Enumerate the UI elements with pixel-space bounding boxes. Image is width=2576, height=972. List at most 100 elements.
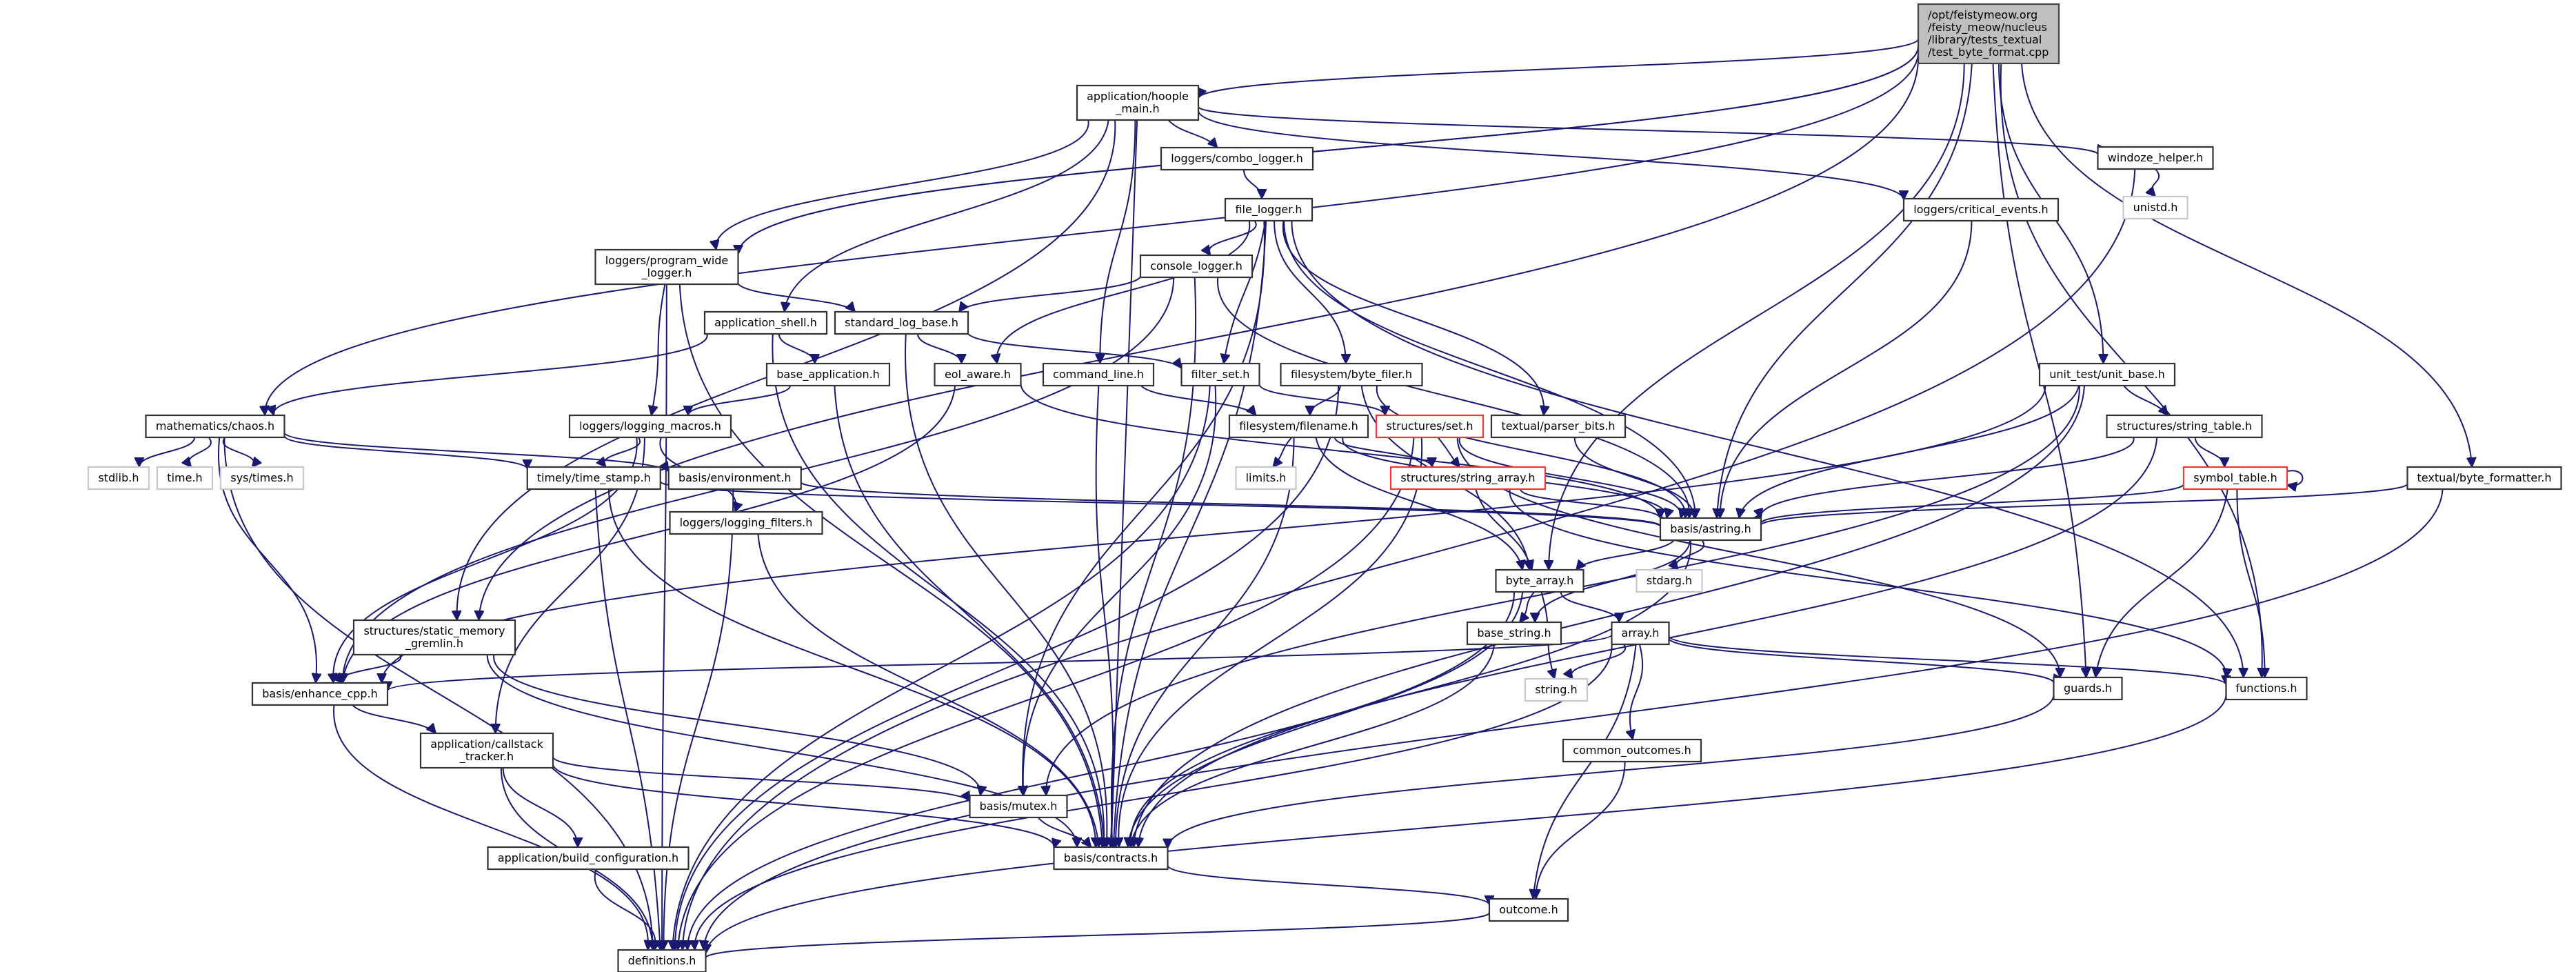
node-label: basis/environment.h <box>678 471 792 484</box>
node-box <box>2053 676 2123 701</box>
node-box <box>1139 254 1254 279</box>
graph-node-common-outcomes[interactable]: common_outcomes.h <box>1562 738 1702 763</box>
graph-node-eol-aware[interactable]: eol_aware.h <box>934 362 1022 387</box>
graph-node-filter-set[interactable]: filter_set.h <box>1180 362 1260 387</box>
graph-node-enhance-cpp[interactable]: basis/enhance_cpp.h <box>251 682 389 706</box>
graph-node-hoople-main[interactable]: application/hoople_main.h <box>1076 84 1200 121</box>
node-box <box>669 510 823 535</box>
graph-node-build-configuration[interactable]: application/build_configuration.h <box>487 846 690 871</box>
node-box <box>1280 362 1423 387</box>
graph-node-guards[interactable]: guards.h <box>2053 676 2123 701</box>
graph-node-byte-filer[interactable]: filesystem/byte_filer.h <box>1280 362 1423 387</box>
edge-byte-array-to-base-string <box>1520 591 1535 622</box>
edge-application-shell-to-contracts <box>772 333 1104 847</box>
graph-node-contracts[interactable]: basis/contracts.h <box>1053 846 1169 871</box>
graph-node-array[interactable]: array.h <box>1611 621 1670 646</box>
edge-astring-to-contracts <box>1131 539 1691 847</box>
graph-node-string-array[interactable]: structures/string_array.h <box>1389 466 1547 490</box>
edge-filter-set-to-mutex <box>1023 385 1217 795</box>
graph-node-symbol-table[interactable]: symbol_table.h <box>2182 466 2288 490</box>
graph-node-base-string[interactable]: base_string.h <box>1466 621 1562 646</box>
edge-environment-to-astring <box>800 481 1661 526</box>
graph-node-base-application[interactable]: base_application.h <box>765 362 891 387</box>
graph-node-combo-logger[interactable]: loggers/combo_logger.h <box>1160 146 1314 171</box>
edge-set-to-string-array <box>1437 437 1460 467</box>
node-box <box>667 466 802 490</box>
node-box <box>1235 466 1297 490</box>
graph-node-limits: limits.h <box>1235 466 1297 490</box>
edge-array-to-common-outcomes <box>1630 644 1644 740</box>
graph-node-string-table[interactable]: structures/string_table.h <box>2106 414 2263 439</box>
node-label: outcome.h <box>1499 903 1558 916</box>
node-label: base_application.h <box>776 368 880 381</box>
node-label: command_line.h <box>1053 368 1144 381</box>
node-box <box>526 466 661 490</box>
graph-node-callstack-tracker[interactable]: application/callstack_tracker.h <box>419 732 554 769</box>
edge-symbol-table-to-astring <box>1761 482 2185 524</box>
edge-root-to-chaos <box>265 49 1920 415</box>
node-box <box>617 949 707 972</box>
edge-callstack-tracker-to-mutex <box>552 757 971 802</box>
node-box <box>1224 197 1314 222</box>
graph-node-standard-log-base[interactable]: standard_log_base.h <box>834 310 969 335</box>
graph-node-static-memory-gremlin[interactable]: structures/static_memory_gremlin.h <box>352 619 516 656</box>
edge-root-to-program-wide-logger <box>738 46 1919 255</box>
node-box <box>156 466 214 490</box>
graph-node-set[interactable]: structures/set.h <box>1375 414 1485 439</box>
graph-node-functions[interactable]: functions.h <box>2225 676 2308 701</box>
node-label: basis/astring.h <box>1670 522 1751 535</box>
edge-windoze-helper-to-unistd <box>2152 168 2160 197</box>
graph-node-command-line[interactable]: command_line.h <box>1042 362 1155 387</box>
graph-node-astring[interactable]: basis/astring.h <box>1659 517 1762 542</box>
graph-node-console-logger[interactable]: console_logger.h <box>1139 254 1254 279</box>
node-label: loggers/program_wide <box>605 254 729 268</box>
graph-node-logging-macros[interactable]: loggers/logging_macros.h <box>568 414 732 439</box>
node-label: common_outcomes.h <box>1573 744 1691 757</box>
node-box <box>2182 466 2288 490</box>
node-box <box>487 846 690 871</box>
node-label: limits.h <box>1246 471 1287 484</box>
edge-file-logger-to-console-logger <box>1209 220 1257 255</box>
node-box <box>251 682 389 706</box>
graph-node-byte-formatter[interactable]: textual/byte_formatter.h <box>2406 466 2562 490</box>
node-box <box>568 414 732 439</box>
node-label: definitions.h <box>628 954 696 967</box>
graph-node-critical-events[interactable]: loggers/critical_events.h <box>1902 197 2060 222</box>
node-label: textual/byte_formatter.h <box>2417 471 2552 485</box>
graph-node-stdlib: stdlib.h <box>87 466 150 490</box>
node-label: /opt/feistymeow.org <box>1928 8 2037 21</box>
graph-node-program-wide-logger[interactable]: loggers/program_wide_logger.h <box>594 248 739 286</box>
edge-time-stamp-to-definitions <box>594 488 661 950</box>
graph-node-unit-base[interactable]: unit_test/unit_base.h <box>2038 362 2176 387</box>
edge-common-outcomes-to-outcome <box>1536 761 1626 899</box>
edge-string-array-to-functions <box>1509 488 2226 678</box>
edge-symbol-table-to-symbol-table <box>2287 470 2304 486</box>
graph-node-file-logger[interactable]: file_logger.h <box>1224 197 1314 222</box>
edge-hoople-main-to-command-line <box>1100 119 1136 364</box>
edge-functions-to-definitions <box>706 695 2227 953</box>
graph-node-environment[interactable]: basis/environment.h <box>667 466 802 490</box>
graph-node-sys-times: sys/times.h <box>219 466 305 490</box>
graph-node-time-stamp[interactable]: timely/time_stamp.h <box>526 466 661 490</box>
graph-node-definitions[interactable]: definitions.h <box>617 949 707 972</box>
edge-array-to-definitions <box>695 642 1613 950</box>
node-box <box>1180 362 1260 387</box>
graph-node-filename[interactable]: filesystem/filename.h <box>1228 414 1369 439</box>
node-label: symbol_table.h <box>2193 471 2277 485</box>
node-label: /library/tests_textual <box>1928 33 2042 47</box>
node-box <box>2225 676 2308 701</box>
node-box <box>1636 568 1703 593</box>
node-box <box>219 466 305 490</box>
graph-node-parser-bits[interactable]: textual/parser_bits.h <box>1490 414 1627 439</box>
edge-filename-to-contracts <box>1116 437 1295 847</box>
graph-node-byte-array[interactable]: byte_array.h <box>1495 568 1584 593</box>
graph-node-windoze-helper[interactable]: windoze_helper.h <box>2097 146 2214 170</box>
node-box <box>419 732 554 769</box>
edge-byte-formatter-to-definitions <box>703 488 2444 950</box>
graph-node-mutex[interactable]: basis/mutex.h <box>969 794 1068 819</box>
graph-node-logging-filters[interactable]: loggers/logging_filters.h <box>669 510 823 535</box>
graph-node-chaos[interactable]: mathematics/chaos.h <box>145 414 285 439</box>
graph-node-application-shell[interactable]: application_shell.h <box>703 310 828 335</box>
graph-node-outcome[interactable]: outcome.h <box>1488 897 1569 922</box>
